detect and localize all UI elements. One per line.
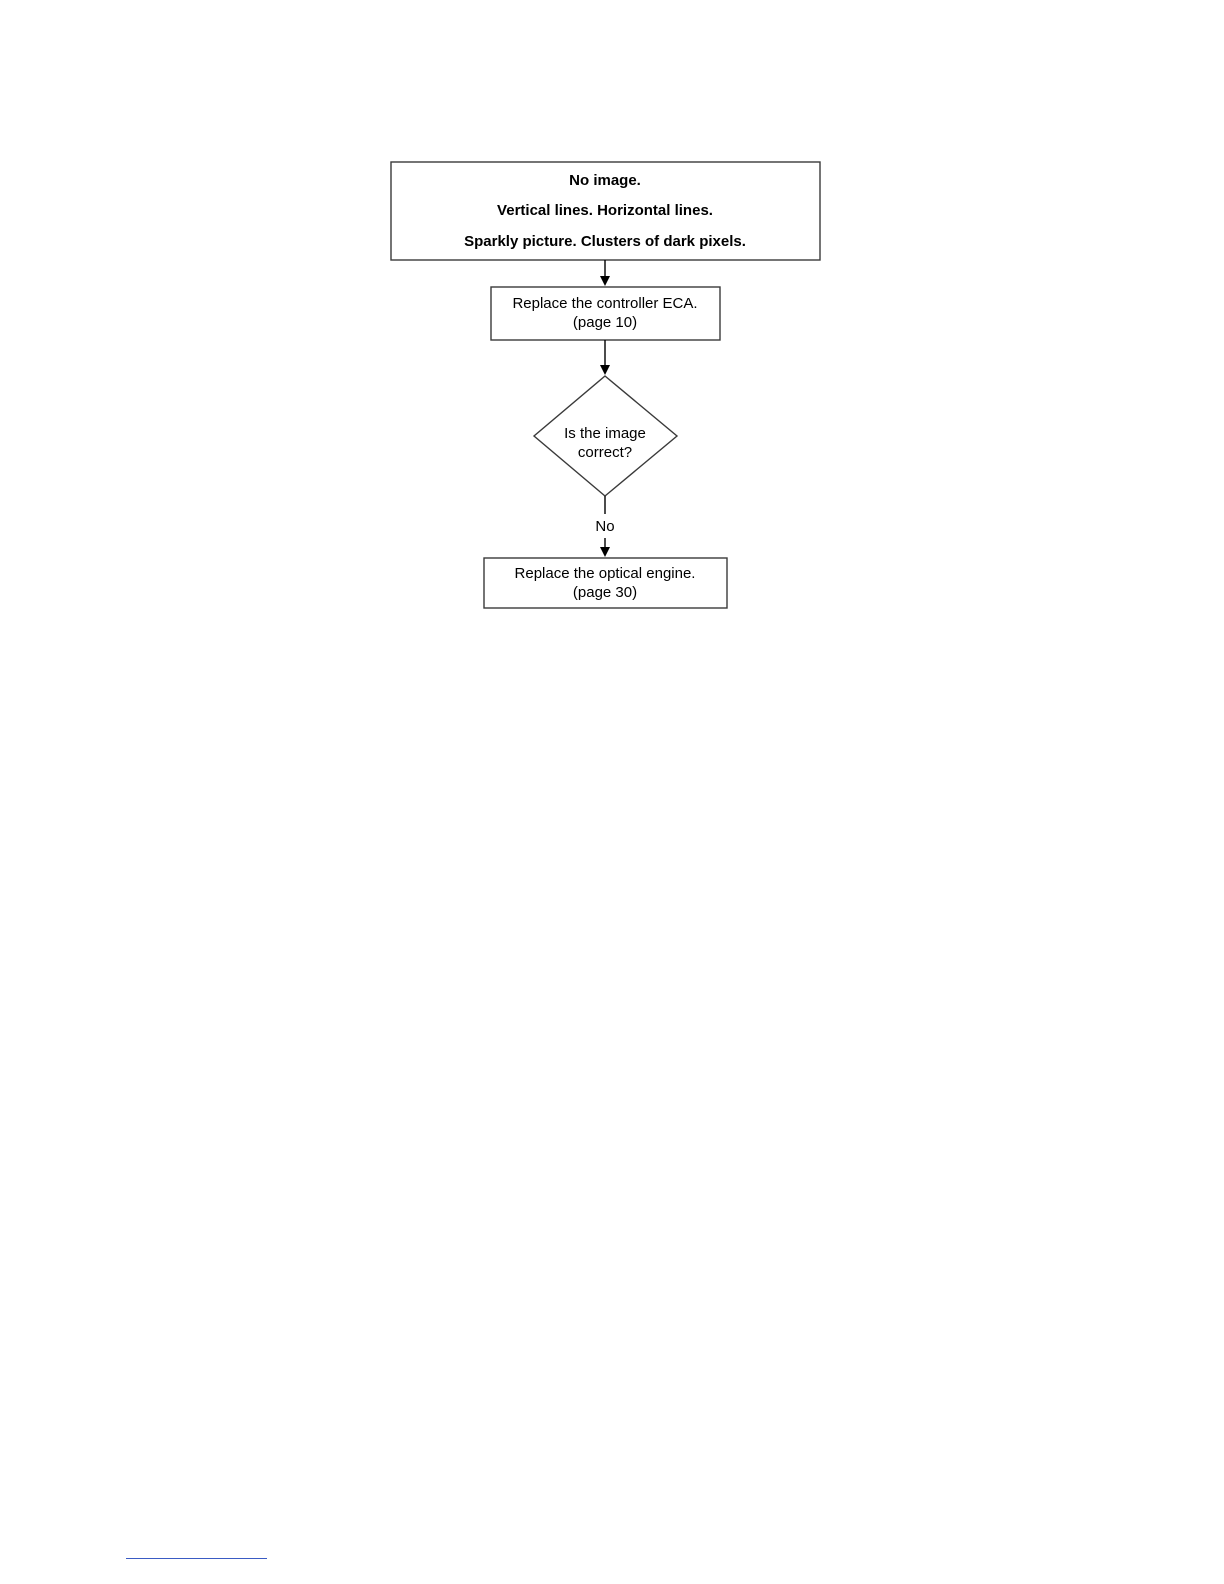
replace-optical-page: (page 30) bbox=[573, 584, 637, 601]
symptom-box: No image. Vertical lines. Horizontal lin… bbox=[391, 162, 820, 260]
symptom-sparkly: Sparkly picture. Clusters of dark pixels… bbox=[464, 233, 746, 250]
symptom-lines: Vertical lines. Horizontal lines. bbox=[497, 202, 713, 219]
decision-diamond: Is the image correct? bbox=[534, 376, 677, 496]
replace-optical-box: Replace the optical engine. (page 30) bbox=[484, 558, 727, 608]
replace-controller-page: (page 10) bbox=[573, 314, 637, 331]
arrow-controller-to-decision bbox=[600, 340, 610, 375]
replace-optical-label: Replace the optical engine. bbox=[515, 565, 696, 582]
symptom-no-image: No image. bbox=[569, 172, 641, 189]
decision-question-line2: correct? bbox=[578, 444, 632, 461]
arrow-symptom-to-controller bbox=[600, 260, 610, 286]
replace-controller-box: Replace the controller ECA. (page 10) bbox=[491, 287, 720, 340]
decision-question-line1: Is the image bbox=[564, 425, 646, 442]
footnote-separator-line bbox=[126, 1558, 267, 1559]
no-branch-label: No bbox=[595, 518, 614, 535]
replace-controller-label: Replace the controller ECA. bbox=[512, 295, 697, 312]
arrow-no-to-optical bbox=[600, 538, 610, 557]
